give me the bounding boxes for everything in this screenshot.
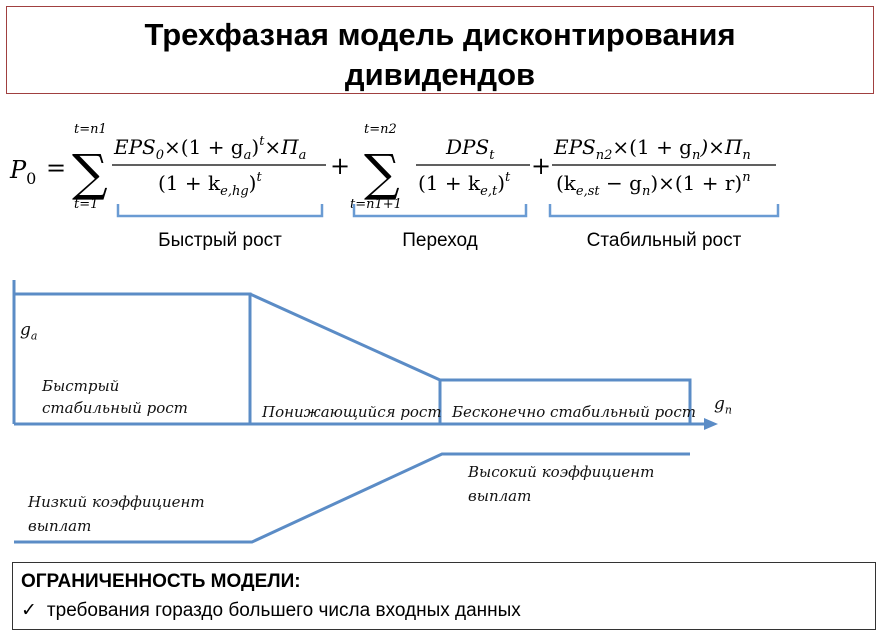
payout-high-label: Высокий коэффициент выплат	[468, 463, 655, 505]
term3-numerator: EPSn2×(1 + gn)×Пn	[553, 135, 751, 163]
growth-diagram	[12, 280, 718, 544]
ga-label: ga	[20, 320, 38, 343]
term1-denominator: (1 + ke,hg)t	[158, 170, 262, 199]
term3-denominator: (ke,st − gn)×(1 + r)n	[556, 170, 751, 199]
sum1-sigma: ∑	[72, 144, 108, 202]
phase2-label: Понижающийся рост	[262, 403, 442, 421]
label-fast-growth: Быстрый рост	[158, 230, 282, 251]
limitations-box: ОГРАНИЧЕННОСТЬ МОДЕЛИ: ✓ требования гораз…	[12, 562, 876, 630]
gn-label: gn	[714, 394, 732, 417]
limitations-item-text: требования гораздо большего числа входны…	[46, 600, 521, 621]
term2-numerator: DPSt	[445, 135, 495, 163]
plus-2: +	[531, 152, 551, 180]
bracket-transition	[352, 204, 528, 218]
payout-low-label: Низкий коэффициент выплат	[28, 493, 205, 535]
check-icon: ✓	[21, 599, 37, 621]
plus-1: +	[330, 152, 350, 180]
term1-numerator: EPS0×(1 + ga)t×Пa	[113, 134, 306, 163]
title-line-2: дивидендов	[344, 57, 536, 92]
limitations-title: ОГРАНИЧЕННОСТЬ МОДЕЛИ:	[21, 571, 301, 592]
phase3-label: Бесконечно стабильный рост	[452, 403, 696, 421]
formula-equals: =	[46, 154, 66, 182]
bracket-stable-growth	[548, 204, 780, 218]
sum1-upper-limit: t=n1	[74, 122, 107, 137]
label-stable-growth: Стабильный рост	[586, 230, 742, 251]
bracket-fast-growth	[116, 204, 324, 218]
payout-ratio-line	[14, 452, 690, 544]
sum2-lower-limit: t=n1+1	[350, 197, 402, 212]
formula: P0 = t=n1 ∑ t=1 EPS0×(1 + ga)t×Пa (1 + k…	[9, 122, 780, 218]
sum1-lower-limit: t=1	[74, 197, 98, 212]
term2-denominator: (1 + ke,t)t	[418, 170, 511, 199]
page-title: Трехфазная модель дисконтирования дивиде…	[7, 15, 873, 95]
title-line-1: Трехфазная модель дисконтирования	[144, 17, 736, 52]
label-transition: Переход	[402, 230, 478, 251]
growth-rate-profile	[12, 280, 692, 424]
limitations-item: ✓ требования гораздо большего числа входн…	[21, 599, 521, 622]
sum2-upper-limit: t=n2	[364, 122, 397, 137]
phase1-label: Быстрый стабильный рост	[42, 377, 188, 417]
title-box: Трехфазная модель дисконтирования дивиде…	[6, 6, 874, 94]
sum2-sigma: ∑	[364, 144, 400, 202]
formula-lhs: P0	[9, 156, 36, 188]
time-axis-arrow-icon	[704, 418, 718, 430]
